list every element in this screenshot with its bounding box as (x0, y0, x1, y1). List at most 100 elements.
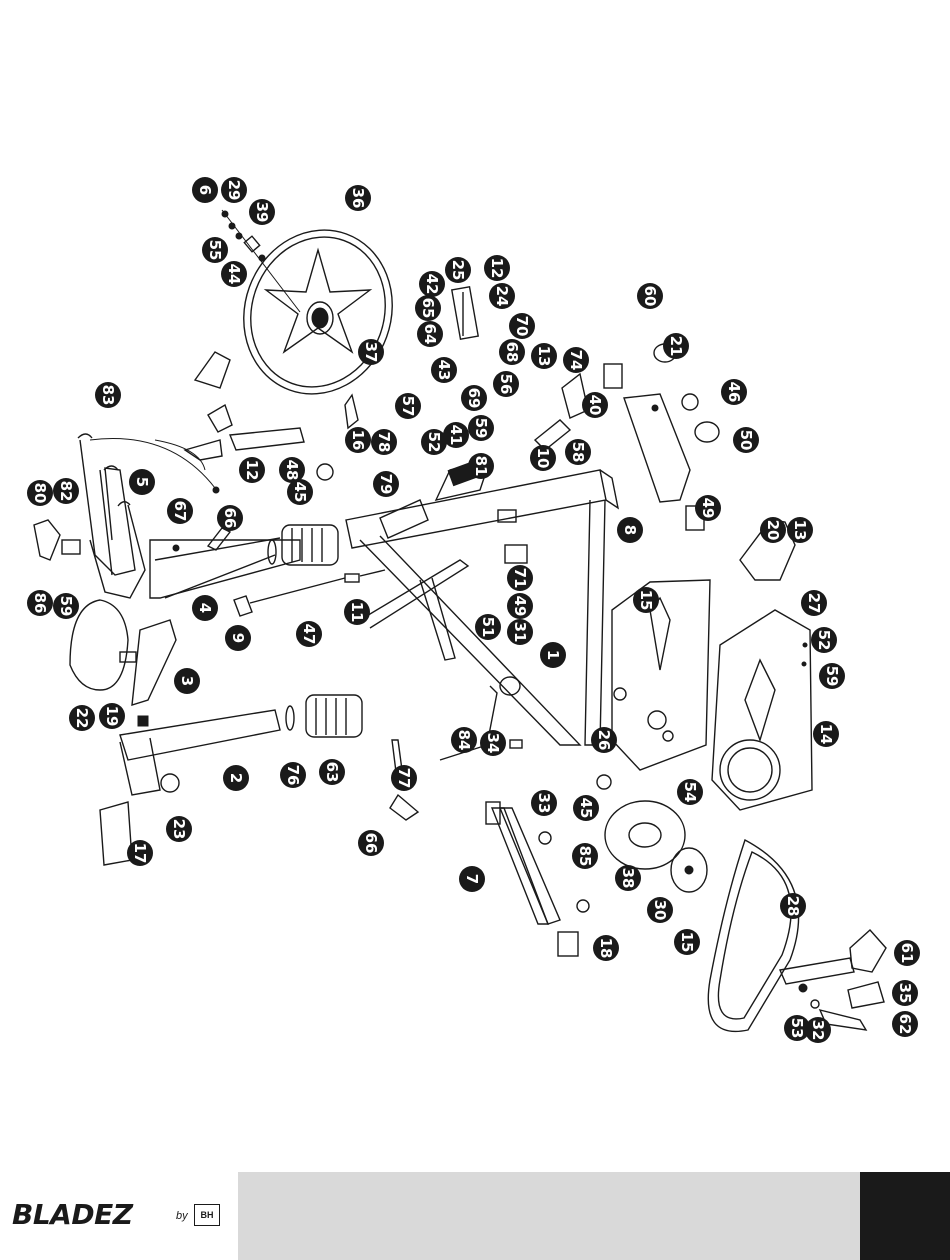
part-callout-44: 44 (221, 261, 247, 287)
part-callout-31: 31 (507, 619, 533, 645)
part-callout-30: 30 (647, 897, 673, 923)
part-callout-9: 9 (225, 625, 251, 651)
part-callout-3: 3 (174, 668, 200, 694)
callout-number: 59 (472, 418, 490, 439)
part-callout-68: 68 (499, 339, 525, 365)
part-callout-57: 57 (395, 393, 421, 419)
callout-number: 79 (377, 474, 395, 495)
footer-band (238, 1172, 860, 1260)
callout-number: 15 (637, 590, 655, 611)
part-callout-8: 8 (617, 517, 643, 543)
callout-number: 82 (57, 481, 75, 502)
part-callout-55: 55 (202, 237, 228, 263)
part-callout-17: 17 (127, 840, 153, 866)
callout-number: 3 (178, 676, 196, 686)
callout-number: 66 (221, 508, 239, 529)
callout-number: 20 (764, 520, 782, 541)
part-callout-19: 19 (99, 703, 125, 729)
callout-number: 78 (375, 432, 393, 453)
callout-number: 80 (31, 483, 49, 504)
part-callout-66b: 66 (358, 830, 384, 856)
brand-maker-badge: BH (194, 1204, 220, 1226)
callout-number: 40 (586, 395, 604, 416)
part-callout-85: 85 (572, 843, 598, 869)
callout-number: 29 (225, 180, 243, 201)
callout-number: 61 (898, 943, 916, 964)
callout-number: 47 (300, 624, 318, 645)
callout-number: 26 (595, 730, 613, 751)
part-callout-15b: 15 (674, 929, 700, 955)
part-callout-65: 65 (415, 295, 441, 321)
callout-number: 25 (449, 260, 467, 281)
part-callout-58: 58 (565, 439, 591, 465)
callout-number: 12 (488, 258, 506, 279)
callout-number: 44 (225, 264, 243, 285)
brand-logo: BLADEZ by BH (12, 1198, 232, 1238)
callout-number: 69 (465, 388, 483, 409)
callout-number: 4 (196, 603, 214, 613)
callout-number: 71 (511, 568, 529, 589)
part-callout-45: 45 (287, 479, 313, 505)
axle-hardware (222, 210, 300, 312)
part-callout-12: 12 (484, 255, 510, 281)
part-callout-10: 10 (530, 445, 556, 471)
callout-number: 68 (503, 342, 521, 363)
part-callout-52b: 52 (811, 627, 837, 653)
callout-number: 28 (784, 896, 802, 917)
callout-number: 81 (472, 456, 490, 477)
part-callout-18: 18 (593, 935, 619, 961)
callout-number: 86 (31, 593, 49, 614)
part-callout-40: 40 (582, 392, 608, 418)
part-callout-32: 32 (805, 1017, 831, 1043)
part-callout-66: 66 (217, 505, 243, 531)
part-callout-52: 52 (421, 429, 447, 455)
part-callout-23: 23 (166, 816, 192, 842)
brand-by: by (176, 1210, 188, 1222)
part-callout-6: 6 (192, 177, 218, 203)
part-callout-4: 4 (192, 595, 218, 621)
callout-number: 67 (171, 501, 189, 522)
callout-number: 42 (423, 274, 441, 295)
part-callout-64: 64 (417, 321, 443, 347)
callout-number: 32 (809, 1020, 827, 1041)
part-callout-79: 79 (373, 471, 399, 497)
callout-number: 38 (619, 868, 637, 889)
part-callout-25: 25 (445, 257, 471, 283)
part-callout-15: 15 (633, 587, 659, 613)
part-callout-74: 74 (563, 347, 589, 373)
callout-number: 43 (435, 360, 453, 381)
part-callout-29: 29 (221, 177, 247, 203)
part-callout-77: 77 (391, 765, 417, 791)
part-callout-28: 28 (780, 893, 806, 919)
callout-number: 8 (621, 525, 639, 535)
callout-number: 13 (535, 346, 553, 367)
part-callout-82: 82 (53, 478, 79, 504)
part-callout-2: 2 (223, 765, 249, 791)
callout-number: 6 (196, 185, 214, 195)
part-callout-36: 36 (345, 185, 371, 211)
part-callout-38: 38 (615, 865, 641, 891)
part-callout-42: 42 (419, 271, 445, 297)
part-callout-35: 35 (892, 980, 918, 1006)
part-callout-51: 51 (475, 614, 501, 640)
part-callout-47: 47 (296, 621, 322, 647)
callout-number: 11 (348, 602, 366, 623)
part-callout-59c: 59 (819, 663, 845, 689)
callout-number: 49 (511, 596, 529, 617)
callout-number: 54 (681, 782, 699, 803)
part-callout-7: 7 (459, 866, 485, 892)
part-callout-83: 83 (95, 382, 121, 408)
callout-number: 85 (576, 846, 594, 867)
callout-number: 50 (737, 430, 755, 451)
small-hardware (34, 352, 808, 912)
part-callout-45b: 45 (573, 795, 599, 821)
part-callout-59: 59 (468, 415, 494, 441)
part-callout-22: 22 (69, 705, 95, 731)
part-callout-78: 78 (371, 429, 397, 455)
callout-number: 59 (57, 596, 75, 617)
callout-number: 39 (253, 202, 271, 223)
part-callout-49: 49 (695, 495, 721, 521)
part-callout-39: 39 (249, 199, 275, 225)
callout-number: 37 (362, 342, 380, 363)
callout-number: 36 (349, 188, 367, 209)
